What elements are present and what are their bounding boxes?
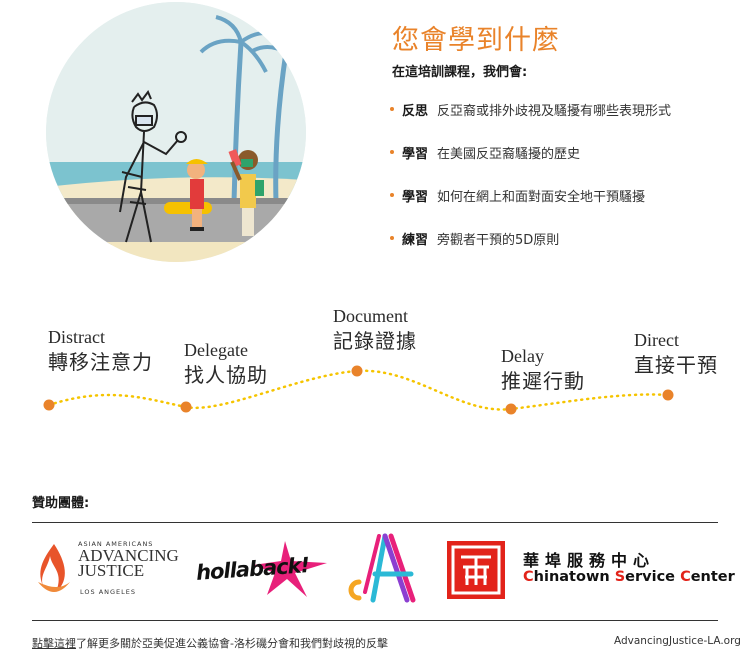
learn-text: 在美國反亞裔騷擾的歷史 bbox=[437, 146, 581, 162]
step-zh: 轉移注意力 bbox=[48, 349, 153, 374]
learn-keyword: 學習 bbox=[402, 146, 429, 162]
flame-icon bbox=[38, 544, 70, 592]
aaj-location: LOS ANGELES bbox=[80, 588, 137, 596]
logo-ca[interactable] bbox=[345, 530, 435, 608]
steps-wave bbox=[43, 365, 674, 415]
sponsors-label: 贊助團體: bbox=[32, 496, 90, 511]
divider-bottom bbox=[32, 620, 718, 621]
bullet-icon bbox=[390, 193, 394, 197]
step-zh: 記錄證據 bbox=[333, 328, 417, 353]
step-dot bbox=[43, 399, 55, 411]
learn-list: 反思 反亞裔或排外歧視及騷擾有哪些表現形式 學習 在美國反亞裔騷擾的歷史 學習 … bbox=[390, 98, 740, 270]
step-distract: Distract 轉移注意力 bbox=[48, 327, 153, 374]
step-delay: Delay 推遲行動 bbox=[501, 346, 585, 393]
aaj-name: ADVANCING JUSTICE bbox=[78, 546, 179, 580]
star-icon bbox=[253, 541, 327, 597]
step-dot bbox=[662, 389, 674, 401]
aaj-small: ASIAN AMERICANS bbox=[78, 540, 154, 548]
learn-text: 旁觀者干預的5D原則 bbox=[437, 232, 560, 248]
illustration-bystanders bbox=[46, 2, 306, 262]
step-zh: 找人協助 bbox=[184, 362, 268, 387]
aaj-line1: ADVANCING bbox=[78, 546, 179, 565]
logo-hollaback[interactable]: hollaback! bbox=[193, 537, 328, 601]
footer-site[interactable]: AdvancingJustice-LA.org bbox=[614, 635, 741, 647]
learn-subtitle: 在這培訓課程，我們會: bbox=[392, 65, 528, 80]
csc-emblem-icon bbox=[451, 545, 501, 595]
logo-advancing-justice[interactable]: ASIAN AMERICANS ADVANCING JUSTICE LOS AN… bbox=[34, 537, 184, 601]
aaj-line2: JUSTICE bbox=[78, 561, 145, 580]
learn-keyword: 學習 bbox=[402, 189, 429, 205]
csc-chinese-name: 華埠服務中心 bbox=[523, 551, 656, 570]
learn-title: 您會學到什麼 bbox=[392, 25, 560, 56]
bullet-icon bbox=[390, 150, 394, 154]
learn-item: 學習 如何在網上和面對面安全地干預騷擾 bbox=[390, 184, 740, 206]
footer-description: 了解更多關於亞美促進公義協會-洛杉磯分會和我們對歧視的反擊 bbox=[76, 637, 388, 650]
bullet-icon bbox=[390, 107, 394, 111]
logo-chinatown-service-center[interactable]: 華埠服務中心 Chinatown Service Center bbox=[447, 541, 735, 599]
footer-link[interactable]: 點擊這裡 bbox=[32, 637, 76, 650]
divider-top bbox=[32, 522, 718, 523]
footer-text: 點擊這裡了解更多關於亞美促進公義協會-洛杉磯分會和我們對歧視的反擊 bbox=[32, 635, 388, 651]
learn-item: 學習 在美國反亞裔騷擾的歷史 bbox=[390, 141, 740, 163]
step-zh: 推遲行動 bbox=[501, 368, 585, 393]
csc-emblem bbox=[447, 541, 505, 599]
learn-item: 練習 旁觀者干預的5D原則 bbox=[390, 227, 740, 249]
csc-english-name: Chinatown Service Center bbox=[523, 569, 735, 585]
step-document: Document 記錄證據 bbox=[333, 306, 417, 353]
step-en: Delay bbox=[501, 346, 544, 366]
step-dot bbox=[505, 403, 517, 415]
step-dot bbox=[180, 401, 192, 413]
step-en: Direct bbox=[634, 330, 679, 350]
step-en: Distract bbox=[48, 327, 105, 347]
learn-text: 如何在網上和面對面安全地干預騷擾 bbox=[437, 189, 646, 205]
step-en: Delegate bbox=[184, 340, 248, 360]
learn-keyword: 反思 bbox=[402, 103, 429, 119]
learn-text: 反亞裔或排外歧視及騷擾有哪些表現形式 bbox=[437, 103, 672, 119]
step-dot bbox=[351, 365, 363, 377]
step-delegate: Delegate 找人協助 bbox=[184, 340, 268, 387]
step-zh: 直接干預 bbox=[634, 352, 718, 377]
learn-item: 反思 反亞裔或排外歧視及騷擾有哪些表現形式 bbox=[390, 98, 740, 120]
learn-keyword: 練習 bbox=[402, 232, 429, 248]
step-direct: Direct 直接干預 bbox=[634, 330, 718, 377]
bullet-icon bbox=[390, 236, 394, 240]
step-en: Document bbox=[333, 306, 408, 326]
